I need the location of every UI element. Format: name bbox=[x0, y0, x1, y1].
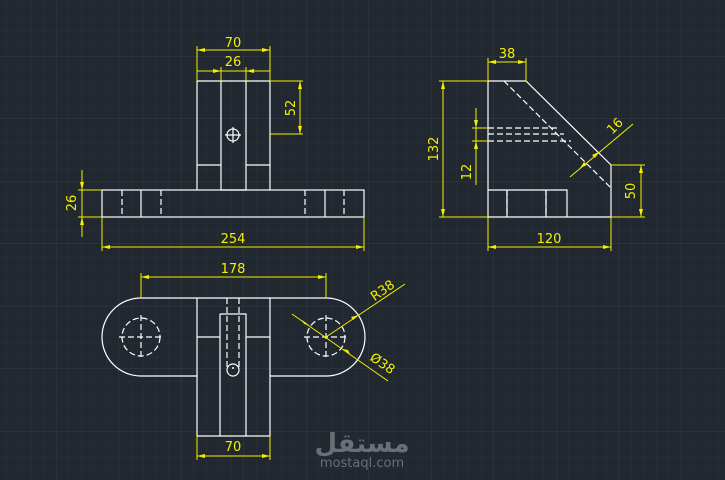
watermark-arabic: مستقل bbox=[314, 429, 409, 459]
dim-side-total-depth: 120 bbox=[537, 232, 562, 247]
dim-side-slot-height: 12 bbox=[460, 164, 475, 181]
dim-front-column-height: 52 bbox=[284, 100, 299, 117]
dim-front-base-height: 26 bbox=[65, 195, 80, 212]
dim-top-hole-spacing: 178 bbox=[221, 262, 246, 277]
watermark-latin: mostaql.com bbox=[320, 456, 404, 471]
dim-top-column-width: 70 bbox=[225, 440, 242, 455]
dim-front-total-width: 254 bbox=[221, 232, 246, 247]
dim-side-total-height: 132 bbox=[427, 137, 442, 162]
dim-side-end-height: 50 bbox=[624, 183, 639, 200]
dim-front-top-width: 70 bbox=[225, 36, 242, 51]
dim-front-slot-width: 26 bbox=[225, 55, 242, 70]
front-view: 70 26 52 26 254 bbox=[65, 36, 365, 251]
crosshair-icon bbox=[225, 127, 241, 143]
dim-side-top-width: 38 bbox=[499, 47, 516, 62]
watermark: مستقل mostaql.com bbox=[314, 429, 409, 471]
side-view: 38 132 12 16 50 120 bbox=[427, 47, 645, 251]
